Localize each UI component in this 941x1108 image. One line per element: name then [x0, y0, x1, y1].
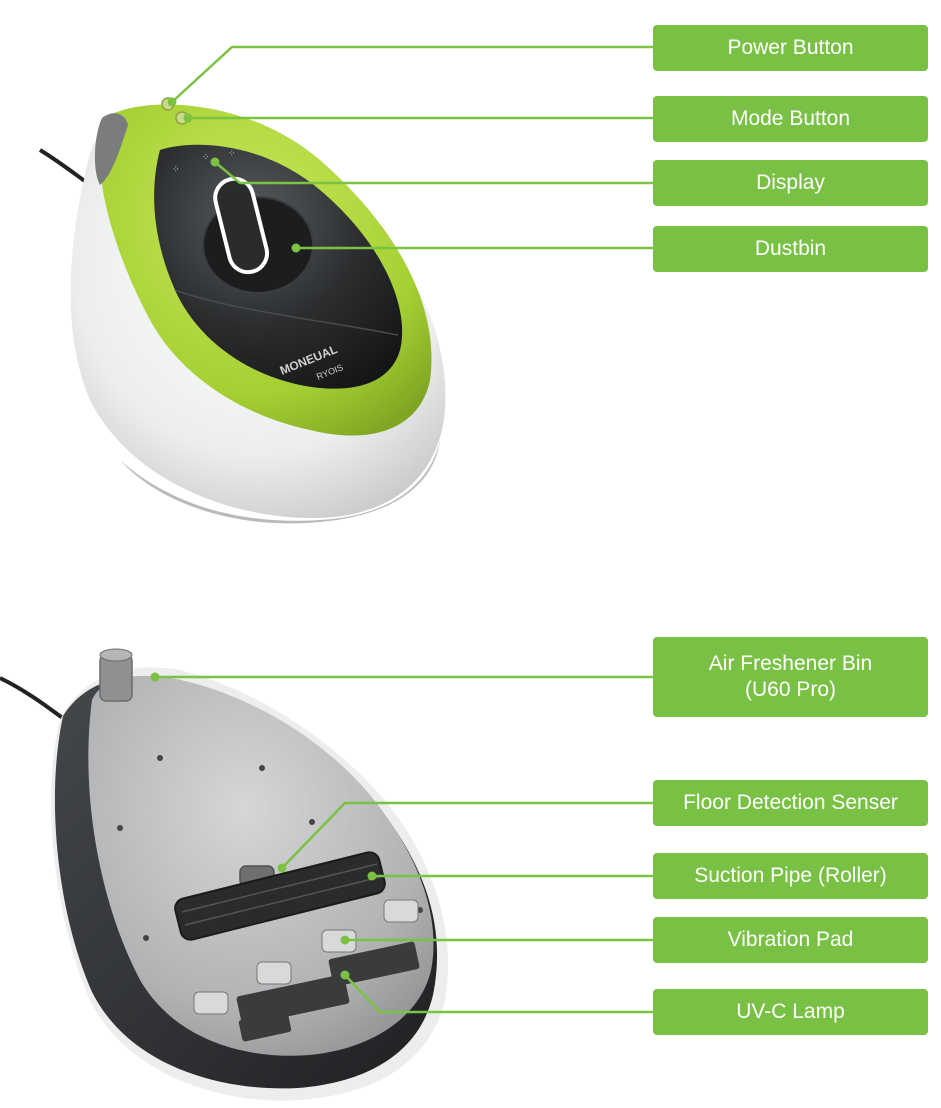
- handle-grip: [94, 113, 128, 185]
- screw-hole: [259, 765, 265, 771]
- roller-ridge: [184, 876, 381, 926]
- label-display: Display: [653, 160, 928, 206]
- leader-uvc-lamp: [344, 974, 654, 1014]
- leader-dustbin-dot: [291, 243, 301, 253]
- indicator-glyph-1: ⁘: [172, 164, 180, 174]
- label-suction-pipe-text: Suction Pipe (Roller): [694, 864, 887, 887]
- roller-ridge: [181, 863, 378, 913]
- suction-roller: [174, 851, 386, 941]
- label-floor-detection-senser: Floor Detection Senser: [653, 780, 928, 826]
- screw-hole: [117, 825, 123, 831]
- screw-hole: [157, 755, 163, 761]
- air-freshener-cap: [99, 648, 133, 662]
- label-air-freshener-line1: Air Freshener Bin: [708, 652, 873, 675]
- uvc-grille-row: [328, 941, 420, 987]
- air-freshener-cylinder: [99, 654, 133, 702]
- leader-lines: [150, 45, 654, 1014]
- uvc-grille-row: [238, 1010, 292, 1042]
- display-handle: [213, 176, 270, 275]
- uvc-grille-row: [236, 974, 350, 1026]
- leader-floor-sensor-dot: [277, 863, 287, 873]
- label-air-freshener-bin: Air Freshener Bin (U60 Pro): [653, 637, 928, 717]
- vibration-pad-shape: [256, 961, 292, 985]
- indicator-glyph-3: ⁘: [228, 148, 236, 158]
- vibration-pad-shape: [193, 991, 229, 1015]
- label-uvc-lamp-text: UV-C Lamp: [736, 1000, 845, 1023]
- label-dustbin: Dustbin: [653, 226, 928, 272]
- screw-hole: [143, 935, 149, 941]
- leader-suction-pipe-dot: [367, 871, 377, 881]
- label-suction-pipe: Suction Pipe (Roller): [653, 853, 928, 899]
- label-vibration-pad-text: Vibration Pad: [727, 928, 854, 951]
- vibration-pad-shape: [383, 899, 419, 923]
- leader-display: [214, 161, 654, 185]
- cover-seam: [174, 289, 399, 336]
- label-uvc-lamp: UV-C Lamp: [653, 989, 928, 1035]
- label-power-button: Power Button: [653, 25, 928, 71]
- leader-mode-dot: [183, 113, 193, 123]
- leader-uvc-lamp-dot: [340, 970, 350, 980]
- label-vibration-pad: Vibration Pad: [653, 917, 928, 963]
- leader-air-freshener-dot: [150, 672, 160, 682]
- leader-floor-sensor: [281, 801, 654, 869]
- label-power-button-text: Power Button: [727, 36, 854, 59]
- top-device-drawing: ⁘ ⁘ ⁘ MONEUAL RYOIS: [38, 97, 446, 524]
- label-floor-detection-text: Floor Detection Senser: [683, 791, 898, 814]
- power-cord-bottom: [0, 676, 70, 724]
- indicator-glyph-2: ⁘: [202, 152, 210, 162]
- leader-power: [171, 45, 654, 103]
- leader-power-dot: [167, 97, 177, 107]
- leader-display-dot: [210, 157, 220, 167]
- label-dustbin-text: Dustbin: [754, 237, 827, 260]
- bottom-device-drawing: [0, 648, 448, 1101]
- label-display-text: Display: [756, 171, 825, 194]
- uvc-grille: [236, 941, 420, 1042]
- screw-hole: [309, 819, 315, 825]
- label-mode-button: Mode Button: [653, 96, 928, 142]
- label-mode-button-text: Mode Button: [730, 107, 851, 130]
- label-air-freshener-line2: (U60 Pro): [744, 678, 837, 701]
- leader-vibration-pad-dot: [340, 935, 350, 945]
